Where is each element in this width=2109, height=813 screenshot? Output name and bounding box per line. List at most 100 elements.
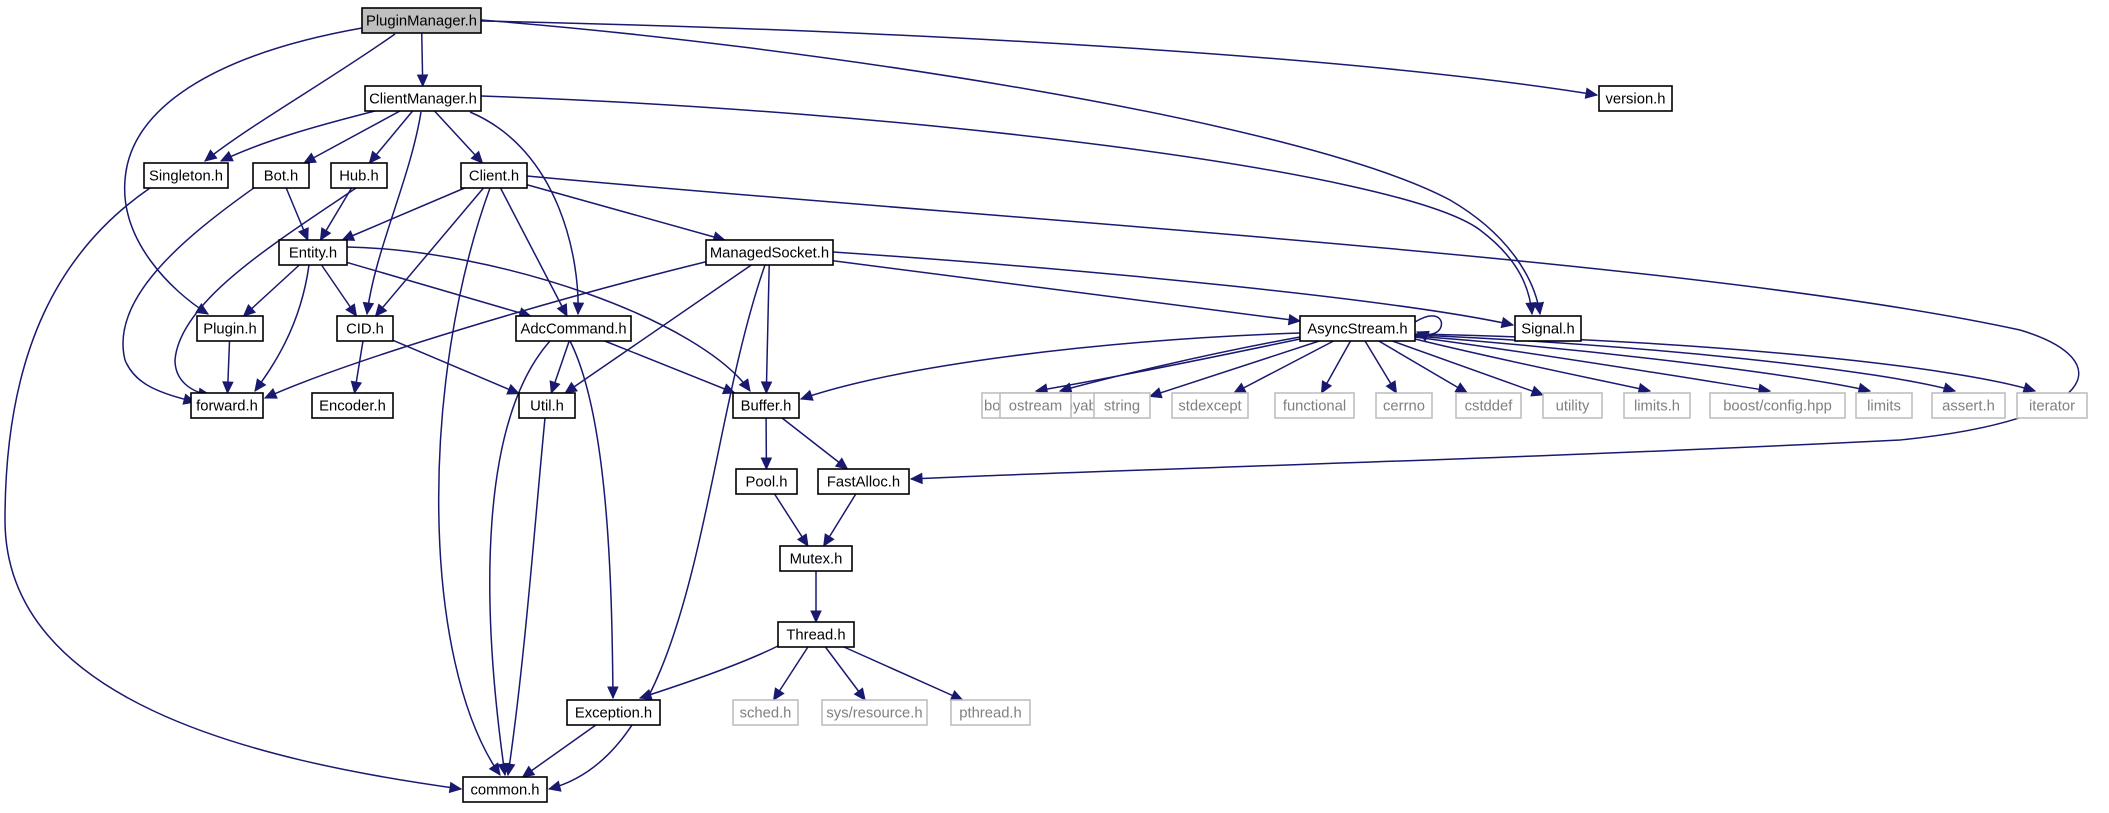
edge-buffer-to-pool [760,417,773,471]
arrowhead [1532,301,1545,316]
node-label: ostream [1009,399,1062,415]
node-label: Mutex.h [790,552,843,568]
arrowhead [362,301,375,316]
node-box [364,85,482,112]
node-label: Singleton.h [149,169,223,185]
edge-asyncstream-to-ostream [1034,338,1301,395]
node-label: Signal.h [1521,322,1574,338]
node-box [817,468,910,495]
node-label: ClientManager.h [369,92,477,108]
edge-entity-to-buffer [346,246,751,392]
edge-managedsocket-to-asyncstream [832,259,1302,326]
node-box [1931,392,2006,419]
node-label: common.h [470,783,539,799]
node-stdexcept: stdexcept [1171,392,1249,419]
node-pthread: pthread.h [950,699,1031,726]
edge-asyncstream-to-buffer [799,332,1301,401]
arrowhead [345,303,358,317]
edge-exception-to-common [521,724,597,778]
arrowhead [219,150,234,162]
arrowhead [760,457,773,471]
arrowhead [772,687,785,702]
node-box [1623,392,1691,419]
arrowhead [760,381,773,395]
node-label: ManagedSocket.h [710,246,829,262]
node-encoder[interactable]: Encoder.h [311,392,394,419]
node-label: Entity.h [289,246,337,262]
edge-clientmanager-to-signal [480,95,1537,316]
node-version[interactable]: version.h [1598,85,1673,112]
node-util[interactable]: Util.h [518,392,576,419]
node-plugin[interactable]: Plugin.h [196,315,264,342]
node-box [330,162,388,189]
edge-singleton-to-common [4,187,463,794]
node-box [361,7,482,34]
node-bot[interactable]: Bot.h [252,162,310,189]
node-exception[interactable]: Exception.h [566,699,661,726]
node-managedsocket[interactable]: ManagedSocket.h [705,239,834,266]
node-limits: limits [1855,392,1913,419]
edge-entity-to-adccommand [346,261,532,319]
node-label: Util.h [530,399,564,415]
edge-clientmanager-to-cid [362,111,422,316]
edge-clientmanager-to-adccommand [469,111,585,316]
edge-managedsocket-to-buffer [760,264,773,395]
arrowhead [416,74,429,88]
node-box [1598,85,1673,112]
node-asyncstream[interactable]: AsyncStream.h [1299,315,1416,342]
arrowhead [488,762,501,776]
node-utility: utility [1542,392,1603,419]
edge-mutex-to-thread [810,571,822,624]
arrowhead [222,381,234,395]
node-client[interactable]: Client.h [460,162,528,189]
edge-asyncstream-to-functional [1320,340,1352,395]
node-cid[interactable]: CID.h [336,315,394,342]
arrowhead [195,302,210,315]
node-box [1299,315,1416,342]
edge-client-to-common [437,187,501,776]
edge-plugin-to-forward [222,340,234,395]
node-mutex[interactable]: Mutex.h [779,545,853,572]
node-pool[interactable]: Pool.h [735,468,798,495]
arrowhead [470,150,484,164]
node-entity[interactable]: Entity.h [278,239,348,266]
arrowhead [298,227,309,242]
node-label: cerrno [1383,399,1425,415]
node-sysresource: sys/resource.h [821,699,928,726]
node-buffer[interactable]: Buffer.h [732,392,800,419]
arrowhead [1454,382,1469,394]
arrowhead [638,688,653,700]
edge-pluginmanager-to-signal [480,19,1545,316]
node-forward[interactable]: forward.h [190,392,264,419]
node-label: CID.h [346,322,384,338]
node-singleton[interactable]: Singleton.h [143,162,229,189]
edge-pluginmanager-to-plugin [123,27,363,315]
edge-buffer-to-fastalloc [781,417,849,470]
node-fastalloc[interactable]: FastAlloc.h [817,468,910,495]
node-adccommand[interactable]: AdcCommand.h [515,315,632,342]
node-label: boost/config.hpp [1723,399,1832,415]
arrowhead [1500,316,1515,329]
node-label: version.h [1605,92,1665,108]
node-label: string [1104,399,1140,415]
node-box [515,315,632,342]
node-thread[interactable]: Thread.h [777,621,855,648]
edge-clientmanager-to-hub [368,110,414,164]
node-box [460,162,528,189]
node-pluginmanager[interactable]: PluginManager.h [361,7,482,34]
node-box [950,699,1031,726]
arrowhead [503,762,516,777]
node-box [196,315,264,342]
node-signal[interactable]: Signal.h [1514,315,1582,342]
node-string: string [1093,392,1151,419]
node-clientmanager[interactable]: ClientManager.h [364,85,482,112]
arrowhead [909,472,923,485]
arrowhead [319,227,332,242]
node-common[interactable]: common.h [462,776,548,803]
edge-bot-to-entity [285,187,309,242]
node-box [1542,392,1603,419]
node-hub[interactable]: Hub.h [330,162,388,189]
node-label: AsyncStream.h [1307,322,1407,338]
node-label: Hub.h [339,169,379,185]
node-limitsh: limits.h [1623,392,1691,419]
